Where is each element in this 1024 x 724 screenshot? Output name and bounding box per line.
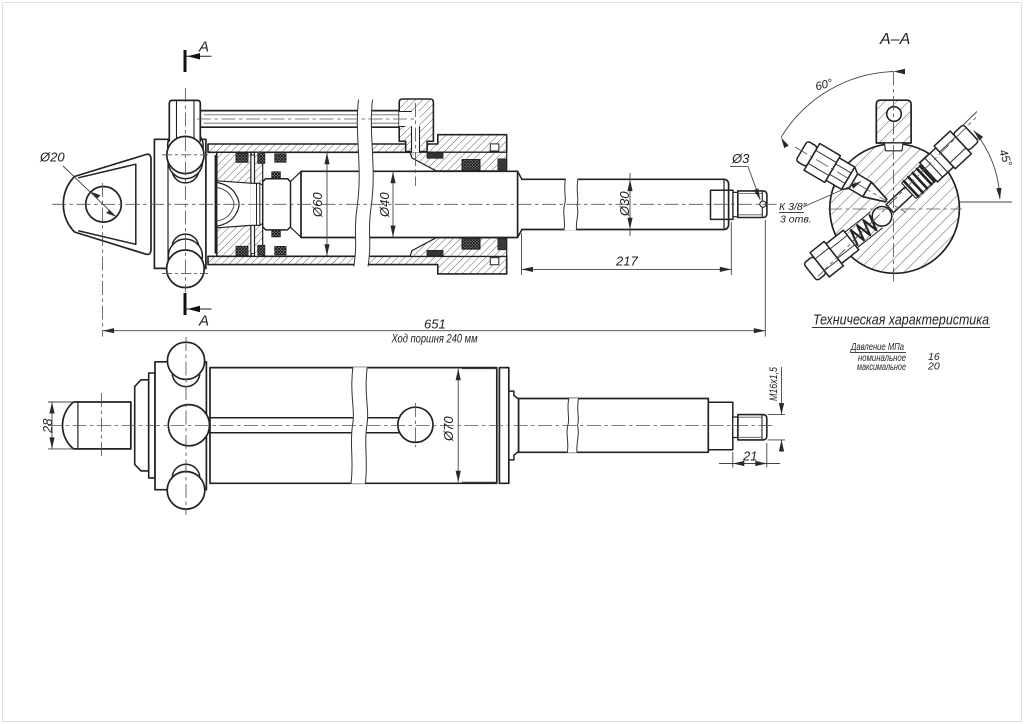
svg-text:номинальное: номинальное bbox=[858, 352, 906, 364]
svg-text:Техническая характеристика: Техническая характеристика bbox=[813, 313, 989, 329]
svg-text:Ø60: Ø60 bbox=[310, 192, 325, 218]
svg-text:Ø20: Ø20 bbox=[39, 150, 65, 165]
svg-text:217: 217 bbox=[615, 254, 638, 269]
svg-text:максимальное: максимальное bbox=[857, 361, 906, 373]
svg-text:К 3/8″: К 3/8″ bbox=[779, 201, 808, 213]
svg-text:Ø40: Ø40 bbox=[377, 192, 392, 218]
svg-text:Ход поршня 240 мм: Ход поршня 240 мм bbox=[391, 334, 478, 346]
svg-text:21: 21 bbox=[742, 449, 757, 464]
svg-text:Ø70: Ø70 bbox=[441, 416, 456, 442]
svg-text:20: 20 bbox=[927, 361, 940, 373]
svg-text:М16х1,5: М16х1,5 bbox=[768, 366, 780, 401]
svg-text:28: 28 bbox=[40, 418, 55, 434]
svg-text:А–А: А–А bbox=[879, 31, 910, 48]
svg-text:651: 651 bbox=[424, 317, 446, 332]
svg-text:Ø3: Ø3 bbox=[731, 151, 750, 166]
svg-text:16: 16 bbox=[928, 351, 940, 363]
svg-text:60°: 60° bbox=[814, 77, 834, 93]
svg-text:Ø30: Ø30 bbox=[617, 191, 632, 217]
svg-text:45°: 45° bbox=[996, 148, 1013, 169]
svg-text:Давление МПа: Давление МПа bbox=[850, 341, 904, 353]
svg-text:A: A bbox=[198, 313, 209, 330]
svg-text:3 отв.: 3 отв. bbox=[780, 214, 812, 226]
svg-text:A: A bbox=[198, 39, 209, 56]
